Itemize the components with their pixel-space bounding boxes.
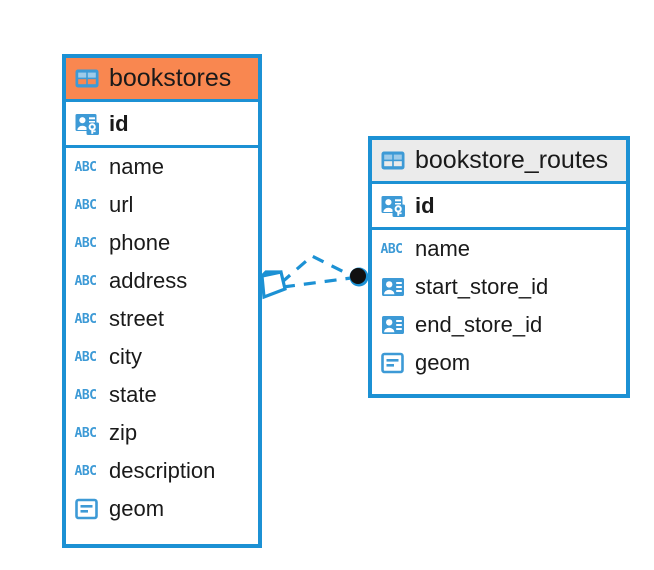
abc-text-icon: ABC [74, 154, 100, 180]
field-label: state [109, 382, 157, 407]
field-label: zip [109, 420, 138, 445]
relation-source-marker [260, 270, 287, 300]
field-row-zip[interactable]: ABC zip [66, 414, 258, 452]
field-row-address[interactable]: ABC address [66, 262, 258, 300]
abc-text-icon: ABC [380, 236, 406, 262]
field-row-street[interactable]: ABC street [66, 300, 258, 338]
field-row-name[interactable]: ABC name [66, 148, 258, 186]
field-row-end-store-id[interactable]: end_store_id [372, 306, 626, 344]
field-row-city[interactable]: ABC city [66, 338, 258, 376]
abc-text-icon: ABC [74, 230, 100, 256]
entity-title: bookstores [109, 64, 232, 92]
entity-bookstore-routes[interactable]: bookstore_routes id ABC name [368, 136, 630, 398]
primary-key-icon [74, 111, 100, 137]
field-row-description[interactable]: ABC description [66, 452, 258, 490]
field-label: name [415, 236, 471, 261]
abc-text-icon: ABC [74, 192, 100, 218]
abc-text-icon: ABC [74, 382, 100, 408]
field-label: city [109, 344, 142, 369]
entity-bookstores[interactable]: bookstores id ABC name ABC url [62, 54, 262, 548]
field-row-geom[interactable]: geom [66, 490, 258, 528]
field-label: street [109, 306, 165, 331]
svg-text:ABC: ABC [75, 198, 97, 213]
field-row-geom[interactable]: geom [372, 344, 626, 382]
relation-target-marker [349, 267, 369, 287]
field-row-state[interactable]: ABC state [66, 376, 258, 414]
foreign-key-icon [380, 274, 406, 300]
svg-text:ABC: ABC [75, 236, 97, 251]
field-row-id[interactable]: id [372, 184, 626, 230]
entity-title: bookstore_routes [415, 146, 609, 174]
geometry-icon [380, 350, 406, 376]
entity-header-bookstore-routes[interactable]: bookstore_routes [372, 140, 626, 184]
relationship-bookstores-to-bookstore-routes[interactable] [260, 254, 369, 300]
field-row-name[interactable]: ABC name [372, 230, 626, 268]
svg-text:ABC: ABC [75, 274, 97, 289]
field-label: geom [109, 496, 165, 521]
field-label: name [109, 154, 165, 179]
abc-text-icon: ABC [74, 420, 100, 446]
primary-key-icon [380, 193, 406, 219]
svg-text:ABC: ABC [75, 160, 97, 175]
svg-text:ABC: ABC [381, 242, 403, 257]
abc-text-icon: ABC [74, 458, 100, 484]
field-label: end_store_id [415, 312, 543, 337]
abc-text-icon: ABC [74, 344, 100, 370]
abc-text-icon: ABC [74, 268, 100, 294]
relation-line-upper [279, 254, 353, 285]
field-label: id [109, 110, 129, 136]
field-row-phone[interactable]: ABC phone [66, 224, 258, 262]
svg-text:ABC: ABC [75, 464, 97, 479]
field-label: start_store_id [415, 274, 549, 299]
field-label: address [109, 268, 188, 293]
entity-header-bookstores[interactable]: bookstores [66, 58, 258, 102]
svg-text:ABC: ABC [75, 350, 97, 365]
field-label: geom [415, 350, 471, 375]
field-row-url[interactable]: ABC url [66, 186, 258, 224]
geometry-icon [74, 496, 100, 522]
field-row-start-store-id[interactable]: start_store_id [372, 268, 626, 306]
foreign-key-icon [380, 312, 406, 338]
svg-text:ABC: ABC [75, 312, 97, 327]
field-label: id [415, 192, 435, 218]
relation-line-lower [282, 276, 352, 289]
field-label: description [109, 458, 216, 483]
table-icon [380, 148, 406, 174]
field-label: phone [109, 230, 171, 255]
table-icon [74, 66, 100, 92]
svg-text:ABC: ABC [75, 426, 97, 441]
field-row-id[interactable]: id [66, 102, 258, 148]
svg-text:ABC: ABC [75, 388, 97, 403]
abc-text-icon: ABC [74, 306, 100, 332]
field-label: url [109, 192, 134, 217]
